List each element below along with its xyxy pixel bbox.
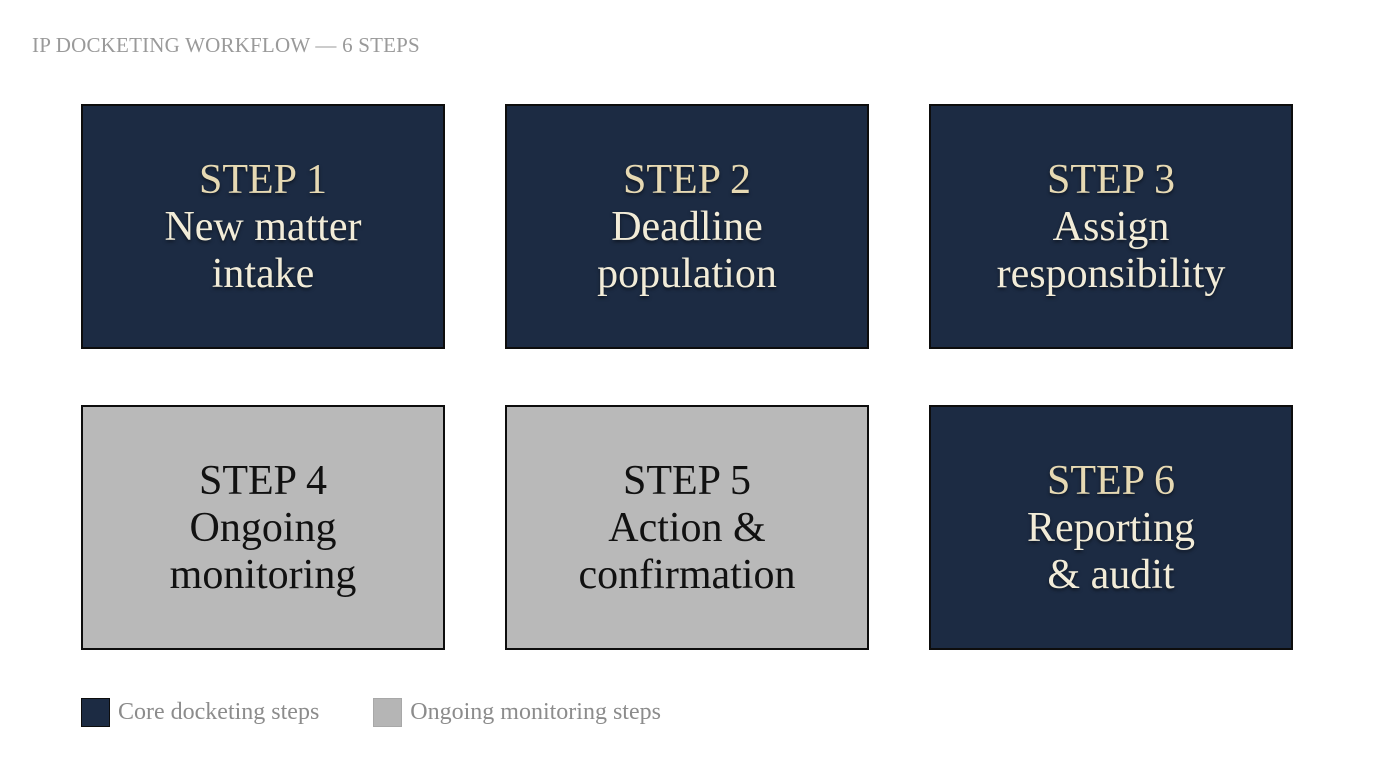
step-description-line2: intake bbox=[211, 250, 315, 297]
diagram-title: IP DOCKETING WORKFLOW — 6 STEPS bbox=[32, 33, 420, 57]
step-card-6: STEP 6 Reporting & audit bbox=[929, 405, 1293, 650]
legend-swatch-core bbox=[81, 698, 110, 727]
step-description-line1: Ongoing bbox=[189, 504, 337, 551]
step-description-line1: Assign bbox=[1052, 203, 1170, 250]
step-description-line1: Reporting bbox=[1027, 504, 1195, 551]
step-card-1: STEP 1 New matter intake bbox=[81, 104, 445, 349]
step-number: STEP 5 bbox=[623, 457, 751, 504]
legend-label: Core docketing steps bbox=[118, 699, 320, 725]
step-number: STEP 3 bbox=[1047, 156, 1175, 203]
legend: Core docketing steps Ongoing monitoring … bbox=[81, 698, 715, 727]
legend-label: Ongoing monitoring steps bbox=[410, 699, 661, 725]
step-number: STEP 2 bbox=[623, 156, 751, 203]
step-card-2: STEP 2 Deadline population bbox=[505, 104, 869, 349]
legend-item-monitoring: Ongoing monitoring steps bbox=[373, 698, 661, 727]
step-description-line1: New matter bbox=[164, 203, 362, 250]
step-card-4: STEP 4 Ongoing monitoring bbox=[81, 405, 445, 650]
legend-item-core: Core docketing steps bbox=[81, 698, 319, 727]
step-description-line1: Action & bbox=[608, 504, 766, 551]
step-card-5: STEP 5 Action & confirmation bbox=[505, 405, 869, 650]
step-description-line2: responsibility bbox=[996, 250, 1226, 297]
step-description-line2: population bbox=[597, 250, 777, 297]
step-number: STEP 6 bbox=[1047, 457, 1175, 504]
step-card-3: STEP 3 Assign responsibility bbox=[929, 104, 1293, 349]
step-number: STEP 4 bbox=[199, 457, 327, 504]
step-description-line2: monitoring bbox=[169, 551, 357, 598]
step-description-line1: Deadline bbox=[611, 203, 763, 250]
legend-swatch-monitoring bbox=[373, 698, 403, 727]
step-number: STEP 1 bbox=[199, 156, 327, 203]
step-description-line2: & audit bbox=[1047, 551, 1175, 598]
step-description-line2: confirmation bbox=[578, 551, 796, 598]
